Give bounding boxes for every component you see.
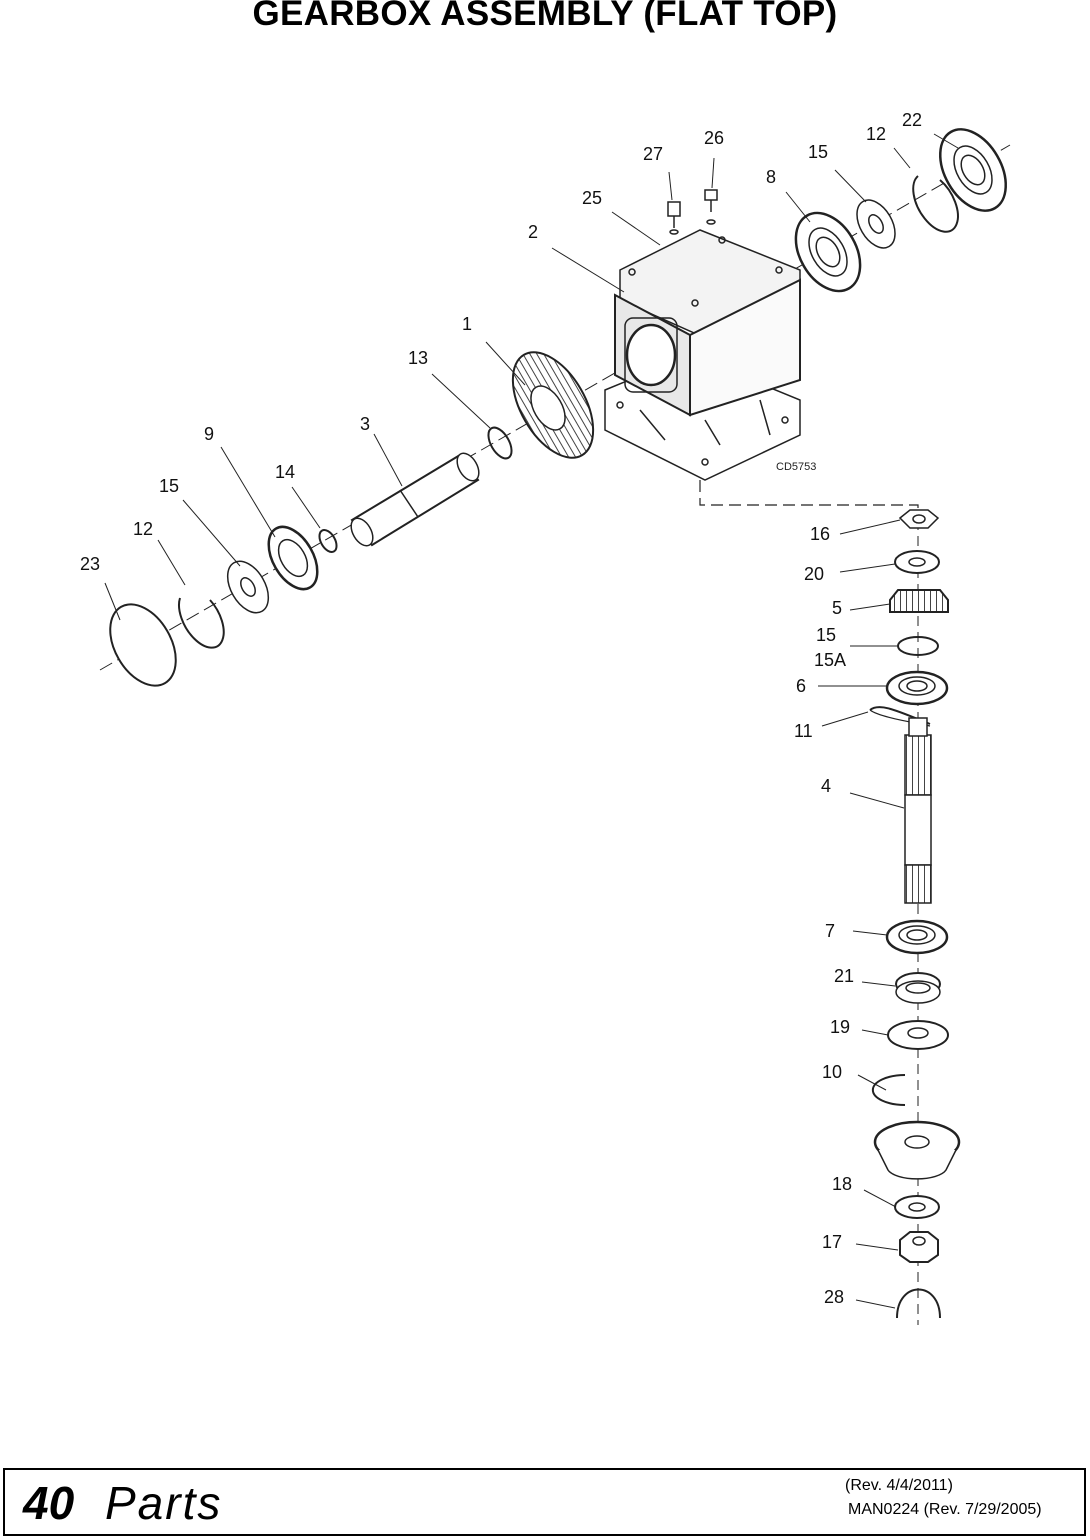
page-title: GEARBOX ASSEMBLY (FLAT TOP) (252, 0, 838, 33)
callout-15-right: 15 (808, 142, 828, 162)
callout-21: 21 (834, 966, 854, 986)
gearbox-exploded-diagram: 1 2 3 4 5 6 7 8 9 10 11 12 12 13 14 15 1… (80, 110, 1011, 1325)
callout-15-vertical: 15 (816, 625, 836, 645)
callout-10: 10 (822, 1062, 842, 1082)
snap-ring-12-left (178, 597, 225, 649)
callout-5: 5 (832, 598, 842, 618)
callout-3: 3 (360, 414, 370, 434)
callout-6: 6 (796, 676, 806, 696)
bearing-6 (885, 670, 949, 706)
breather-plug-27 (667, 201, 681, 235)
washer-15-left (226, 560, 270, 614)
callout-28: 28 (824, 1287, 844, 1307)
callout-25: 25 (582, 188, 602, 208)
callout-15-left: 15 (159, 476, 179, 496)
washer-18 (894, 1195, 940, 1219)
bevel-gear-1 (511, 351, 595, 459)
callout-2: 2 (528, 222, 538, 242)
snap-ring-10 (871, 1074, 906, 1106)
bevel-gear-5 (889, 589, 949, 613)
callout-7: 7 (825, 921, 835, 941)
callout-8: 8 (766, 167, 776, 187)
cotter-pin-28 (896, 1288, 941, 1319)
bearing-8 (794, 211, 862, 293)
revision-date: (Rev. 4/4/2011) (845, 1477, 953, 1494)
callout-4: 4 (821, 776, 831, 796)
drawing-code: CD5753 (776, 461, 816, 473)
bearing-7 (885, 919, 949, 955)
bearing-22 (939, 128, 1007, 212)
section-title: Parts (105, 1477, 223, 1529)
callout-1: 1 (462, 314, 472, 334)
gearbox-housing (604, 229, 801, 481)
callout-22: 22 (902, 110, 922, 130)
callout-26: 26 (704, 128, 724, 148)
output-shaft-4 (904, 717, 932, 904)
callout-14: 14 (275, 462, 295, 482)
callout-12-left: 12 (133, 519, 153, 539)
seal-21 (895, 972, 941, 1004)
snap-ring-12-right (912, 175, 959, 233)
washer-15-right (856, 199, 896, 249)
snap-ring-13 (487, 426, 513, 460)
bearing-9 (267, 525, 319, 591)
callout-18: 18 (832, 1174, 852, 1194)
page-number: 40 (23, 1477, 75, 1529)
nut-16 (898, 509, 940, 529)
cap-23 (109, 603, 177, 687)
ring-14 (318, 529, 338, 553)
callout-27: 27 (643, 144, 663, 164)
callout-labels: 1 2 3 4 5 6 7 8 9 10 11 12 12 13 14 15 1… (80, 110, 922, 1307)
seal-cup (873, 1120, 961, 1180)
washer-20 (894, 550, 940, 574)
input-shaft-3 (350, 452, 480, 547)
callout-9: 9 (204, 424, 214, 444)
callout-23: 23 (80, 554, 100, 574)
nut-17 (899, 1231, 939, 1263)
callout-19: 19 (830, 1017, 850, 1037)
manual-number: MAN0224 (Rev. 7/29/2005) (848, 1501, 1042, 1518)
leader-lines (104, 133, 959, 1309)
washer-19 (887, 1020, 949, 1050)
plug-26 (704, 189, 718, 225)
callout-16: 16 (810, 524, 830, 544)
page-footer: 40 Parts (Rev. 4/4/2011) MAN0224 (Rev. 7… (3, 1468, 1086, 1536)
callout-12-right: 12 (866, 124, 886, 144)
callout-15A: 15A (814, 650, 846, 670)
callout-17: 17 (822, 1232, 842, 1252)
callout-20: 20 (804, 564, 824, 584)
callout-11: 11 (794, 721, 813, 741)
callout-13: 13 (408, 348, 428, 368)
